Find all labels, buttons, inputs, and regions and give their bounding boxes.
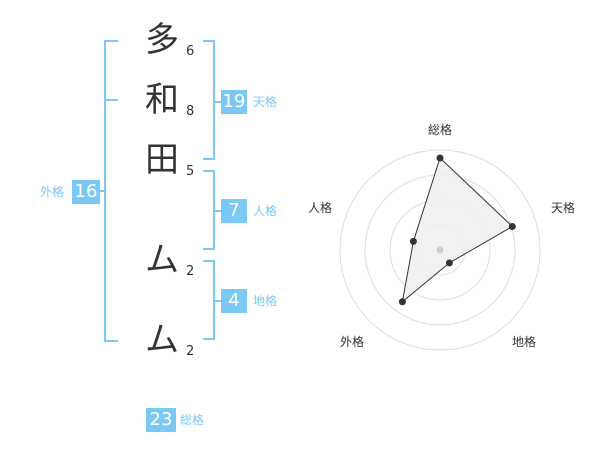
radar-axis-label-soukaku: 総格 — [428, 122, 452, 137]
tenkaku-connector — [215, 101, 221, 103]
soukaku-label: 総格 — [180, 413, 205, 427]
jinkaku-connector — [215, 210, 221, 212]
stroke-count-5: 2 — [186, 344, 195, 359]
gaikaku-label: 外格 — [40, 185, 65, 199]
chikaku-bracket — [203, 260, 215, 340]
stroke-count-4: 2 — [186, 264, 195, 279]
gaikaku-score-badge: 16 — [72, 180, 100, 204]
soukaku-score-badge: 23 — [146, 408, 176, 432]
stroke-count-2: 8 — [186, 104, 195, 119]
stroke-count-1: 6 — [186, 44, 195, 59]
radar-point-3 — [398, 298, 406, 306]
chikaku-score-badge: 4 — [221, 289, 247, 313]
radar-points — [398, 154, 516, 306]
radar-point-4 — [409, 237, 417, 245]
jinkaku-score-badge: 7 — [221, 199, 247, 223]
tenkaku-score-badge: 19 — [221, 90, 247, 114]
radar-axis-label-tenkaku: 天格 — [551, 200, 575, 215]
radar-point-1 — [508, 223, 516, 231]
radar-axis-label-gaikaku: 外格 — [340, 334, 364, 349]
tenkaku-label: 天格 — [253, 95, 278, 109]
name-char-3: 田 — [145, 140, 179, 180]
radar-center-dot — [436, 246, 444, 254]
name-char-1: 多 — [145, 20, 179, 60]
stroke-count-3: 5 — [186, 164, 195, 179]
chikaku-label: 地格 — [253, 294, 278, 308]
name-char-4: ム — [145, 240, 179, 280]
radar-ring — [339, 149, 541, 351]
radar-point-0 — [436, 154, 444, 162]
radar-area — [401, 157, 514, 304]
radar-point-2 — [445, 259, 453, 267]
gaikaku-bracket-mid — [104, 99, 118, 101]
jinkaku-bracket — [203, 170, 215, 250]
radar-axis-label-jinkaku: 人格 — [308, 200, 332, 215]
tenkaku-bracket — [203, 40, 215, 160]
radar-axis-label-chikaku: 地格 — [512, 334, 536, 349]
jinkaku-label: 人格 — [253, 204, 278, 218]
gaikaku-bracket — [104, 40, 118, 342]
name-char-2: 和 — [145, 80, 179, 120]
chikaku-connector — [215, 300, 221, 302]
name-char-5: ム — [145, 320, 179, 360]
